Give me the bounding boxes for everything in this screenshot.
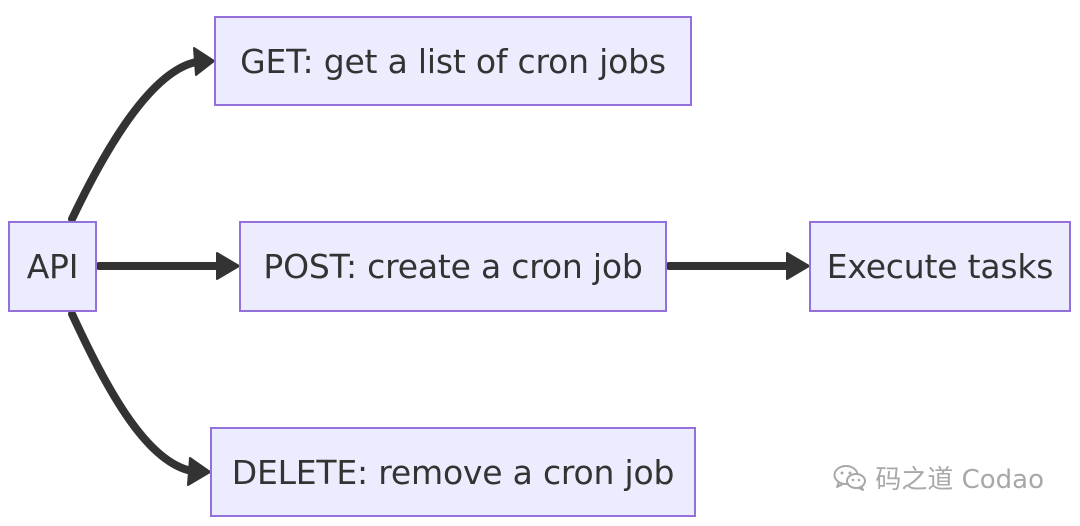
arrowhead-post (216, 252, 240, 280)
node-delete-label: DELETE: remove a cron job (231, 452, 675, 492)
watermark-text: 码之道 Codao (875, 465, 1044, 495)
node-post-label: POST: create a cron job (263, 247, 643, 286)
wechat-icon (833, 464, 867, 491)
arrowhead-execute (786, 252, 810, 280)
arrowhead-delete (187, 457, 211, 486)
node-api: API (8, 221, 97, 312)
watermark: 码之道 Codao (833, 459, 1044, 496)
node-api-label: API (26, 247, 79, 286)
node-get-label: GET: get a list of cron jobs (240, 41, 666, 81)
node-delete: DELETE: remove a cron job (210, 427, 696, 517)
edge-api-delete (68, 310, 196, 475)
edge-api-get (68, 58, 200, 223)
node-execute: Execute tasks (809, 221, 1071, 312)
node-execute-label: Execute tasks (826, 247, 1054, 286)
node-get: GET: get a list of cron jobs (214, 16, 692, 106)
node-post: POST: create a cron job (239, 221, 667, 312)
arrowhead-get (193, 47, 215, 76)
